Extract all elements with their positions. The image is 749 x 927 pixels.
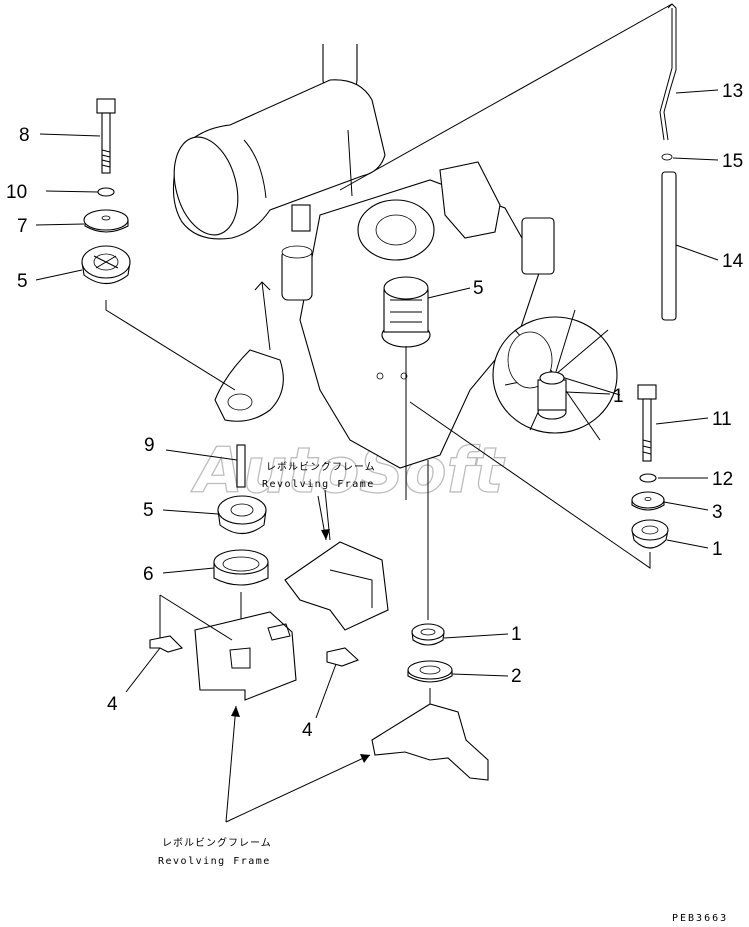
callout-13: 13 (722, 81, 743, 102)
callout-1-center: 1 (511, 624, 522, 645)
frame-label-upper-jp: レボルビングフレーム (266, 460, 376, 473)
callout-1-right: 1 (712, 539, 723, 560)
rubber-mount-5-left (81, 245, 131, 285)
guide-tube-14 (661, 171, 677, 321)
seat-2 (407, 660, 453, 683)
callout-9: 9 (144, 435, 155, 456)
callout-12: 12 (712, 469, 733, 490)
assembly-line-right (409, 401, 651, 569)
callout-15: 15 (722, 151, 743, 172)
callout-11: 11 (712, 409, 732, 430)
plate-3 (631, 491, 665, 511)
leader-arrowheads (231, 529, 370, 763)
frame-label-lower-en: Revolving Frame (158, 856, 271, 867)
callout-5-left: 5 (17, 271, 28, 292)
engine-assembly (172, 3, 673, 469)
callout-5-lower: 5 (143, 500, 154, 521)
callout-5-engine: 5 (473, 278, 484, 299)
callout-2: 2 (511, 666, 522, 687)
washer-12 (639, 473, 657, 483)
oring-15 (661, 153, 673, 161)
frame-label-lower-jp: レボルビングフレーム (162, 836, 272, 849)
frame-bracket-left (159, 594, 297, 701)
clip-4-center (326, 647, 360, 667)
callout-8: 8 (19, 125, 30, 146)
callout-4-left: 4 (107, 694, 118, 715)
plate-7 (83, 209, 129, 233)
mount-rubber-upper-engine (381, 276, 431, 500)
rubber-mount-1-right (631, 519, 669, 549)
callout-10: 10 (6, 182, 27, 203)
frame-label-upper-en: Revolving Frame (262, 479, 375, 490)
mount-rubber-front-engine (537, 371, 567, 420)
clip-4-left (149, 635, 184, 653)
rubber-mount-1-center (411, 623, 445, 646)
callout-3: 3 (712, 502, 723, 523)
washer-10 (97, 187, 115, 197)
callout-4-center: 4 (302, 720, 313, 741)
bolt-8 (96, 98, 116, 174)
frame-bracket-right (371, 703, 489, 781)
cup-6 (213, 549, 269, 586)
drawing-code: PEB3663 (672, 913, 728, 924)
frame-bracket-center (284, 489, 389, 631)
dipstick-13 (659, 3, 677, 141)
stud-9 (236, 444, 246, 488)
callout-1-engine: 1 (613, 386, 624, 407)
rubber-mount-5-lower (217, 495, 267, 535)
callout-7: 7 (17, 216, 28, 237)
callout-14: 14 (722, 251, 744, 272)
bolt-11 (637, 384, 657, 462)
callout-6: 6 (143, 564, 154, 585)
assembly-line-left (105, 300, 236, 391)
